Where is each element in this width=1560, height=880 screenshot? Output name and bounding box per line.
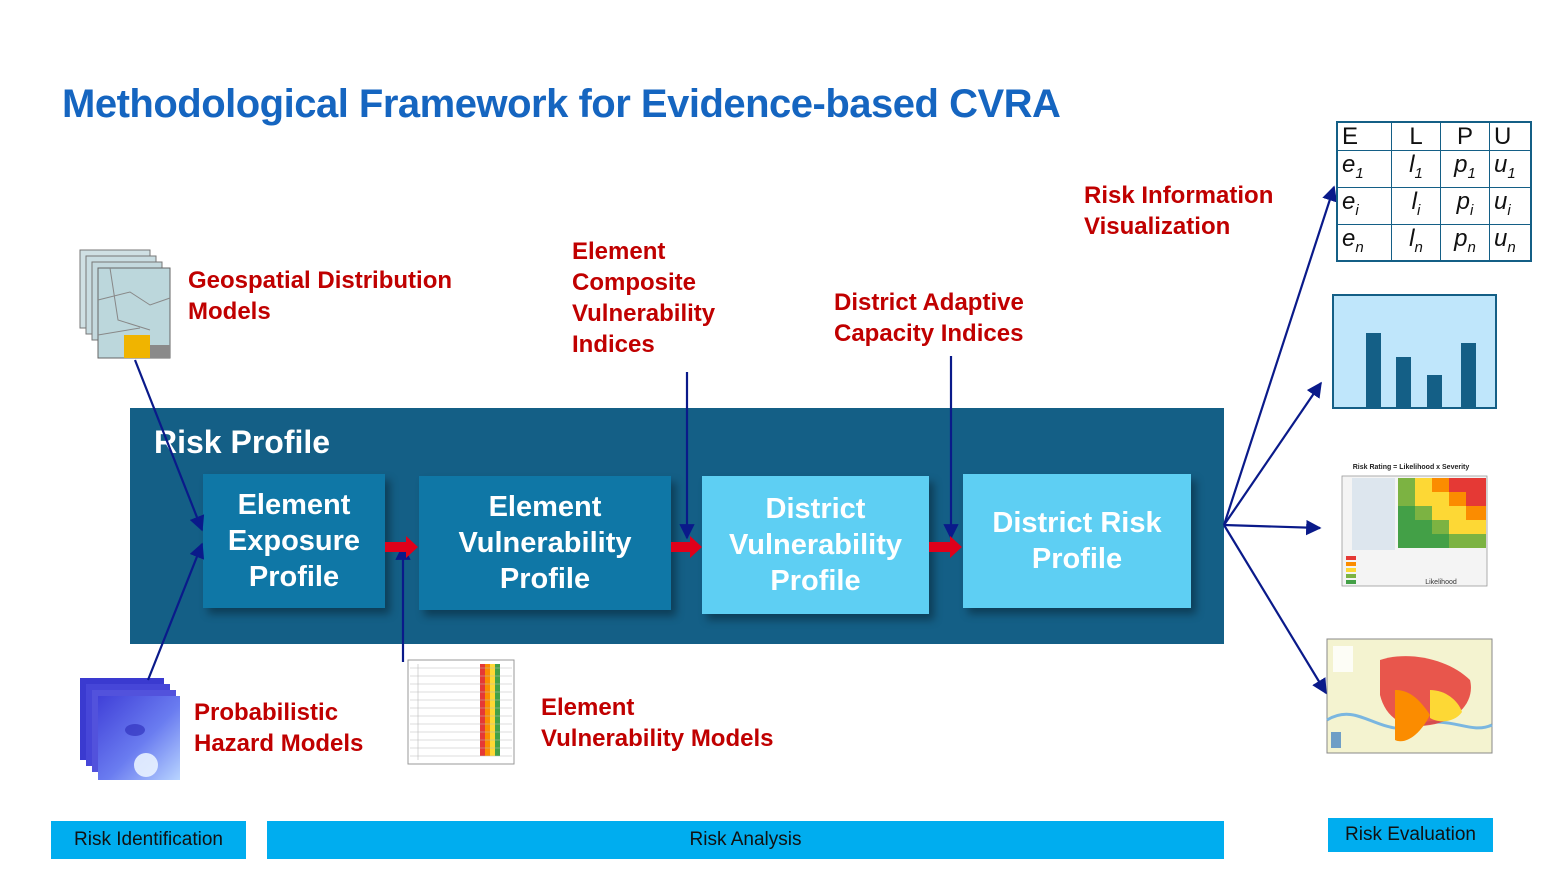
stage-risk-evaluation: Risk Evaluation bbox=[1328, 818, 1493, 852]
matrix-axis-label: Likelihood bbox=[1425, 579, 1457, 586]
table-cell: u bbox=[1494, 224, 1508, 252]
table-cell: p bbox=[1454, 224, 1468, 252]
page-title: Methodological Framework for Evidence-ba… bbox=[62, 82, 1061, 126]
geospatial-map-stack-icon bbox=[79, 249, 171, 359]
table-header-u: U bbox=[1489, 121, 1532, 151]
box-district-risk-profile: District Risk Profile bbox=[963, 474, 1191, 608]
table-row: ei li pi ui bbox=[1336, 186, 1532, 225]
table-cell: u bbox=[1494, 187, 1508, 215]
bar-chart-icon bbox=[1332, 294, 1497, 409]
table-header-p: P bbox=[1440, 121, 1490, 151]
red-flow-arrows bbox=[385, 536, 962, 558]
label-composite-indices: Element Composite Vulnerability Indices bbox=[572, 238, 716, 358]
table-header-row: E L P U bbox=[1336, 121, 1532, 151]
table-cell: l bbox=[1409, 224, 1415, 252]
flood-map-thumbnail bbox=[1326, 638, 1493, 754]
navy-arrows bbox=[133, 185, 1338, 695]
stage-risk-analysis: Risk Analysis bbox=[267, 821, 1224, 859]
table-cell: e bbox=[1342, 224, 1356, 252]
table-row: en ln pn un bbox=[1336, 223, 1532, 262]
box-element-exposure-profile: Element Exposure Profile bbox=[203, 474, 385, 608]
label-adaptive-capacity: District Adaptive Capacity Indices bbox=[834, 289, 1024, 347]
risk-matrix-thumbnail: Risk Rating = Likelihood x Severity Like… bbox=[1341, 464, 1488, 587]
label-hazard-models: Probabilistic Hazard Models bbox=[194, 699, 364, 757]
matrix-title: Risk Rating = Likelihood x Severity bbox=[1353, 464, 1470, 471]
box-element-vulnerability-profile: Element Vulnerability Profile bbox=[419, 476, 671, 610]
table-row: e1 l1 p1 u1 bbox=[1336, 150, 1532, 188]
label-element-vulnerability-models: Element Vulnerability Models bbox=[541, 694, 774, 752]
table-cell: p bbox=[1456, 187, 1470, 215]
table-cell: l bbox=[1409, 151, 1415, 178]
table-header-l: L bbox=[1391, 121, 1441, 151]
hazard-map-stack-icon bbox=[80, 678, 180, 780]
table-cell: e bbox=[1342, 187, 1356, 215]
elpu-table: E L P U e1 l1 p1 u1 ei li pi ui en ln pn… bbox=[1336, 121, 1532, 263]
table-cell: p bbox=[1454, 151, 1468, 178]
table-header-e: E bbox=[1336, 121, 1392, 151]
risk-profile-title: Risk Profile bbox=[154, 424, 331, 460]
box-district-vulnerability-profile: District Vulnerability Profile bbox=[702, 476, 929, 614]
table-cell: l bbox=[1411, 187, 1417, 215]
label-geospatial-models: Geospatial Distribution Models bbox=[188, 267, 453, 325]
stage-risk-identification: Risk Identification bbox=[51, 821, 246, 859]
label-risk-visualization: Risk Information Visualization bbox=[1084, 182, 1274, 240]
table-cell: u bbox=[1494, 151, 1508, 178]
table-cell: e bbox=[1342, 151, 1356, 178]
vulnerability-table-thumbnail bbox=[407, 659, 515, 765]
